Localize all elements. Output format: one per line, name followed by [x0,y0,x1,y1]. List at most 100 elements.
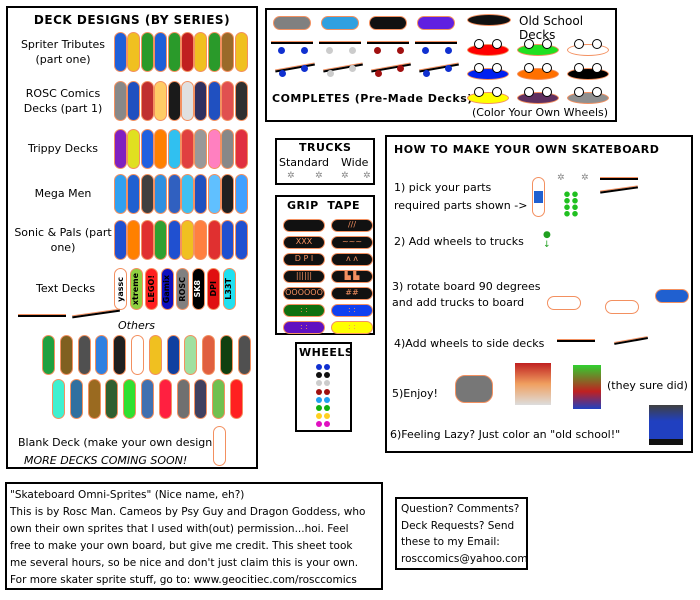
text-deck-label: yassc [115,276,125,302]
deck-sprite [42,335,55,375]
deck-sprite [105,379,119,419]
text-deck: DPI [207,268,220,310]
wheel [324,364,330,370]
grip-tape-sample: : : [331,321,373,334]
wheel [324,413,330,420]
credits-line: For more skater sprite stuff, go to: www… [10,574,357,586]
old-school-deck [567,63,609,80]
deck-sprite [131,335,144,375]
deck-sprite [176,379,190,419]
skater-sprite-green [573,365,601,409]
truck-icon: ✲ [581,173,589,183]
rotated-deck [547,296,581,310]
text-deck-label: ROSC [177,276,187,302]
deck-sprite [140,220,154,260]
wheel [492,39,502,49]
deck-sprite [230,379,243,419]
more-decks-label: MORE DECKS COMING SOON! [24,454,188,467]
completes-title: COMPLETES (Pre-Made Decks) [272,92,473,105]
deck-sprite [221,81,235,121]
text-deck: LEGO! [145,268,158,310]
wheel [592,63,602,73]
grip-tape-sample: D P I [283,253,325,266]
wheel [492,87,502,97]
deck-sprite [77,335,91,375]
wheel [592,39,602,49]
complete-deck-side [271,41,313,44]
deck-sprite [95,335,109,375]
truck-icon: ✲ [557,173,565,183]
deck-sprite [123,379,137,419]
text-deck: SK8 [191,268,205,310]
old-school-deck [567,39,609,56]
deck-sprite [154,174,168,214]
deck-sprite [194,174,208,214]
old-school-deck [467,39,509,56]
old-school-deck [517,87,559,104]
deck-sprite [221,129,235,169]
old-school-deck [567,87,609,104]
complete-deck-top [273,16,311,30]
deck-with-trucks [605,300,639,314]
deck-sprite [158,379,172,419]
deck-sprite [220,335,233,375]
text-deck-label: L33T [224,278,233,300]
skater-sprite-winged [515,363,551,405]
wheel [524,87,534,97]
series-label: Mega Men [34,187,92,200]
deck-sprite [207,174,221,214]
deck-sprite [114,32,127,72]
wheels-panel: WHEELS [295,342,353,432]
wheel [542,39,552,49]
deck-sprite [207,129,221,169]
deck-sprite [59,335,73,375]
wheel [524,63,534,73]
deck-sprite [221,174,235,214]
text-deck-label: LEGO! [146,275,156,303]
deck-sprite [127,32,141,72]
wheel [349,47,356,54]
side-deck [600,177,638,180]
wheel [397,65,404,72]
wheel [474,63,484,73]
deck-sprite [167,174,181,214]
how-to-title: HOW TO MAKE YOUR OWN SKATEBOARD [394,143,660,156]
wheel [327,70,334,77]
deck-sprite [194,220,208,260]
wheel [316,388,322,395]
text-deck-label: SK8 [193,280,202,298]
wheel [316,380,322,387]
series-label: Trippy Decks [27,142,99,155]
complete-deck-top [369,16,407,30]
deck-sprite [127,174,141,214]
deck-sprite [127,81,141,121]
truck-icon: ✲ [315,171,323,181]
deck-sprite [181,32,194,72]
credits-line: free to make your own board, but give me… [10,540,353,552]
wheel [324,405,330,411]
deck-sprite [207,81,221,121]
wheel [474,87,484,97]
credits-line: This is by Rosc Man. Cameos by Psy Guy a… [10,506,366,518]
complete-deck-side [415,41,457,44]
side-deck-tilted [599,185,639,194]
grip-tape-sample: ʌ ʌ [331,253,373,266]
wheel [324,396,330,403]
old-school-deck [517,39,559,56]
deck-sprite [234,129,248,169]
trucks-panel: TRUCKS Standard Wide ✲ ✲ ✲ ✲ [275,138,375,185]
wheel [326,47,333,54]
trucks-title: TRUCKS [299,141,352,154]
deck-sprite [140,81,154,121]
wheel [316,364,322,370]
text-deck: Gamix [160,268,174,310]
step-6: 6)Feeling Lazy? Just color an "old schoo… [390,428,621,441]
contact-email[interactable]: rosccomics@yahoo.com [401,552,528,565]
wheel [374,47,381,54]
deck-sprite [194,129,208,169]
text-deck-label: DPI [208,281,218,297]
deck-sprite [154,129,168,169]
deck-sprite [114,81,127,121]
text-decks-label: Text Decks [36,282,96,295]
